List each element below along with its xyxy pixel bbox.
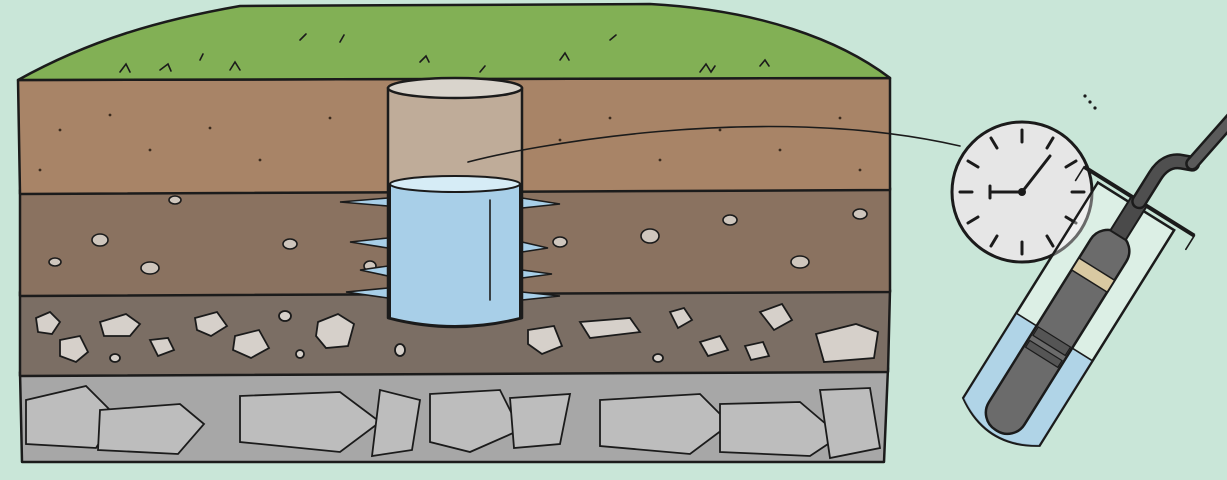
grass-layer xyxy=(18,4,890,80)
pressure-sensor-icon xyxy=(938,65,1227,469)
borehole-rim xyxy=(388,78,522,98)
continuation-dots xyxy=(1083,94,1096,109)
water-surface xyxy=(390,176,520,192)
water-column xyxy=(390,180,520,326)
